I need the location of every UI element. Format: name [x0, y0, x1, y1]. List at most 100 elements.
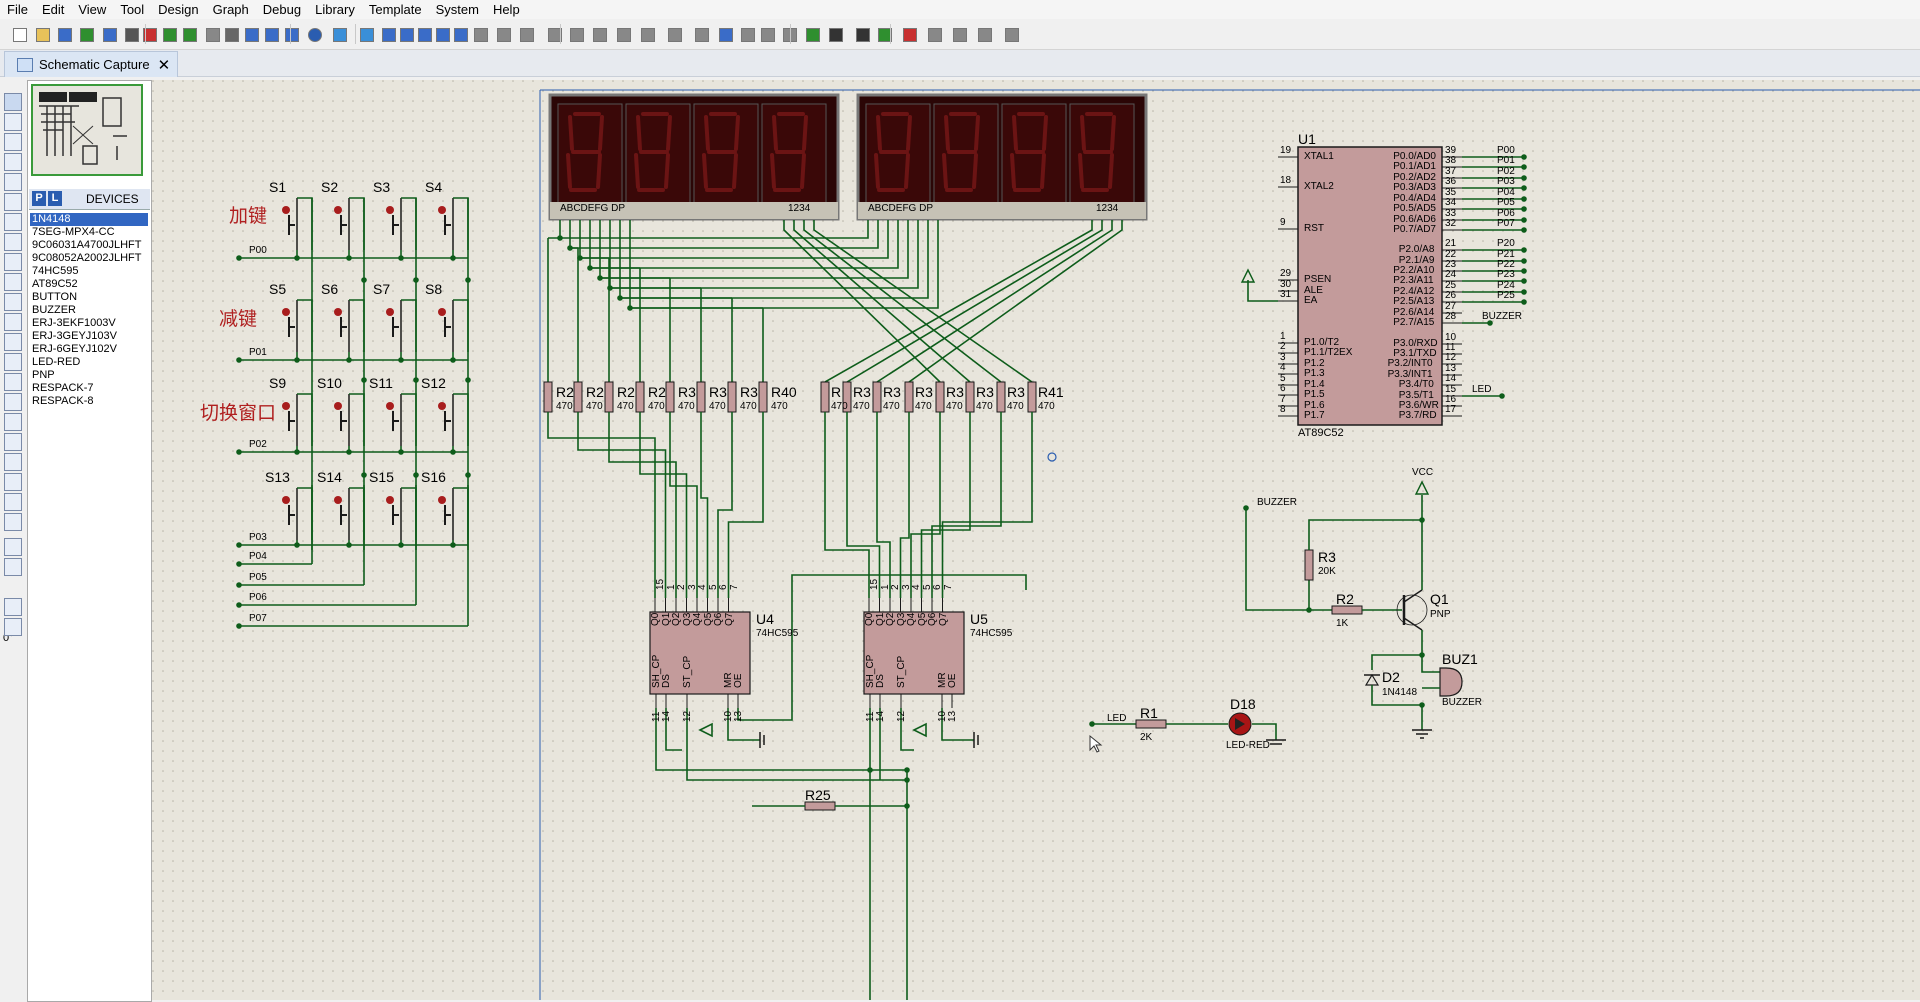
toolbar-button-27[interactable]: [567, 25, 585, 43]
menu-debug[interactable]: Debug: [262, 2, 302, 17]
toolbar-button-9[interactable]: [180, 25, 198, 43]
toolbar-button-1[interactable]: [10, 25, 28, 43]
toolbar-button-45[interactable]: [1002, 25, 1020, 43]
toolbar-button-37[interactable]: [803, 25, 821, 43]
toolbar-button-30[interactable]: [638, 25, 656, 43]
toolbar-button-3[interactable]: [55, 25, 73, 43]
mode-tool-24[interactable]: [4, 558, 22, 576]
toolbar-button-41[interactable]: [900, 25, 918, 43]
library-button[interactable]: L: [48, 191, 62, 206]
mode-tool-1[interactable]: [4, 93, 22, 111]
close-icon[interactable]: ✕: [157, 56, 171, 74]
toolbar-button-32[interactable]: [692, 25, 710, 43]
toolbar-button-14[interactable]: [282, 25, 300, 43]
menu-graph[interactable]: Graph: [212, 2, 249, 17]
device-item[interactable]: 7SEG-MPX4-CC: [32, 226, 115, 238]
mode-tool-22[interactable]: [4, 513, 22, 531]
device-item[interactable]: PNP: [32, 369, 55, 381]
mode-tool-8[interactable]: [4, 233, 22, 251]
menu-help[interactable]: Help: [492, 2, 520, 17]
toolbar-button-34[interactable]: [738, 25, 756, 43]
toolbar-button-15[interactable]: [305, 25, 323, 43]
toolbar-button-16[interactable]: [330, 25, 348, 43]
mode-tool-21[interactable]: [4, 493, 22, 511]
mode-tool-19[interactable]: [4, 453, 22, 471]
menu-template[interactable]: Template: [368, 2, 422, 17]
mode-tool-26[interactable]: [4, 618, 22, 636]
menu-library[interactable]: Library: [315, 2, 355, 17]
toolbar-button-12[interactable]: [242, 25, 260, 43]
toolbar-button-42[interactable]: [925, 25, 943, 43]
mode-tool-16[interactable]: [4, 393, 22, 411]
menu-tool[interactable]: Tool: [120, 2, 145, 17]
mode-tool-5[interactable]: [4, 173, 22, 191]
mode-tool-4[interactable]: [4, 153, 22, 171]
toolbar-button-20[interactable]: [415, 25, 433, 43]
menu-edit[interactable]: Edit: [41, 2, 65, 17]
toolbar-button-21[interactable]: [433, 25, 451, 43]
toolbar-button-18[interactable]: [379, 25, 397, 43]
toolbar-button-31[interactable]: [665, 25, 683, 43]
toolbar-button-7[interactable]: [140, 25, 158, 43]
overview-window[interactable]: [31, 84, 143, 176]
toolbar-button-11[interactable]: [222, 25, 240, 43]
mode-tool-17[interactable]: [4, 413, 22, 431]
toolbar-button-22[interactable]: [451, 25, 469, 43]
mode-tool-23[interactable]: [4, 538, 22, 556]
device-item[interactable]: AT89C52: [32, 278, 78, 290]
mode-tool-25[interactable]: [4, 598, 22, 616]
toolbar-button-43[interactable]: [950, 25, 968, 43]
device-item[interactable]: ERJ-3EKF1003V: [32, 317, 116, 329]
mode-tool-20[interactable]: [4, 473, 22, 491]
toolbar-button-2[interactable]: [33, 25, 51, 43]
toolbar-button-8[interactable]: [160, 25, 178, 43]
toolbar-button-6[interactable]: [122, 25, 140, 43]
toolbar-button-28[interactable]: [590, 25, 608, 43]
toolbar-button-39[interactable]: [853, 25, 871, 43]
toolbar-button-38[interactable]: [826, 25, 844, 43]
device-item[interactable]: ERJ-3GEYJ103V: [32, 330, 117, 342]
toolbar-button-40[interactable]: [875, 25, 893, 43]
toolbar-button-19[interactable]: [397, 25, 415, 43]
toolbar-button-33[interactable]: [716, 25, 734, 43]
mode-tool-14[interactable]: [4, 353, 22, 371]
mode-tool-13[interactable]: [4, 333, 22, 351]
mode-tool-3[interactable]: [4, 133, 22, 151]
device-item[interactable]: ERJ-6GEYJ102V: [32, 343, 117, 355]
mode-tool-18[interactable]: [4, 433, 22, 451]
device-item[interactable]: RESPACK-8: [32, 395, 94, 407]
mode-tool-2[interactable]: [4, 113, 22, 131]
toolbar-button-44[interactable]: [975, 25, 993, 43]
device-item[interactable]: 9C06031A4700JLHFT: [32, 239, 142, 251]
tab-schematic-capture[interactable]: Schematic Capture ✕: [4, 51, 178, 77]
mode-tool-9[interactable]: [4, 253, 22, 271]
toolbar-button-29[interactable]: [614, 25, 632, 43]
toolbar-button-17[interactable]: [357, 25, 375, 43]
toolbar-button-4[interactable]: [77, 25, 95, 43]
menu-file[interactable]: File: [7, 2, 28, 17]
toolbar-button-35[interactable]: [758, 25, 776, 43]
device-item[interactable]: BUZZER: [32, 304, 76, 316]
toolbar-button-26[interactable]: [545, 25, 563, 43]
device-item[interactable]: 1N4148: [30, 213, 148, 226]
menu-design[interactable]: Design: [158, 2, 199, 17]
toolbar-button-23[interactable]: [471, 25, 489, 43]
device-item[interactable]: 9C08052A2002JLHFT: [32, 252, 142, 264]
menu-system[interactable]: System: [435, 2, 479, 17]
toolbar-button-36[interactable]: [780, 25, 798, 43]
device-item[interactable]: LED-RED: [32, 356, 81, 368]
toolbar-button-5[interactable]: [100, 25, 118, 43]
menu-view[interactable]: View: [78, 2, 107, 17]
toolbar-button-25[interactable]: [517, 25, 535, 43]
toolbar-button-24[interactable]: [494, 25, 512, 43]
mode-tool-15[interactable]: [4, 373, 22, 391]
toolbar-button-13[interactable]: [262, 25, 280, 43]
toolbar-button-10[interactable]: [203, 25, 221, 43]
mode-tool-10[interactable]: [4, 273, 22, 291]
pick-devices-button[interactable]: P: [32, 191, 46, 206]
mode-tool-6[interactable]: [4, 193, 22, 211]
device-item[interactable]: BUTTON: [32, 291, 78, 303]
mode-tool-11[interactable]: [4, 293, 22, 311]
mode-tool-7[interactable]: [4, 213, 22, 231]
